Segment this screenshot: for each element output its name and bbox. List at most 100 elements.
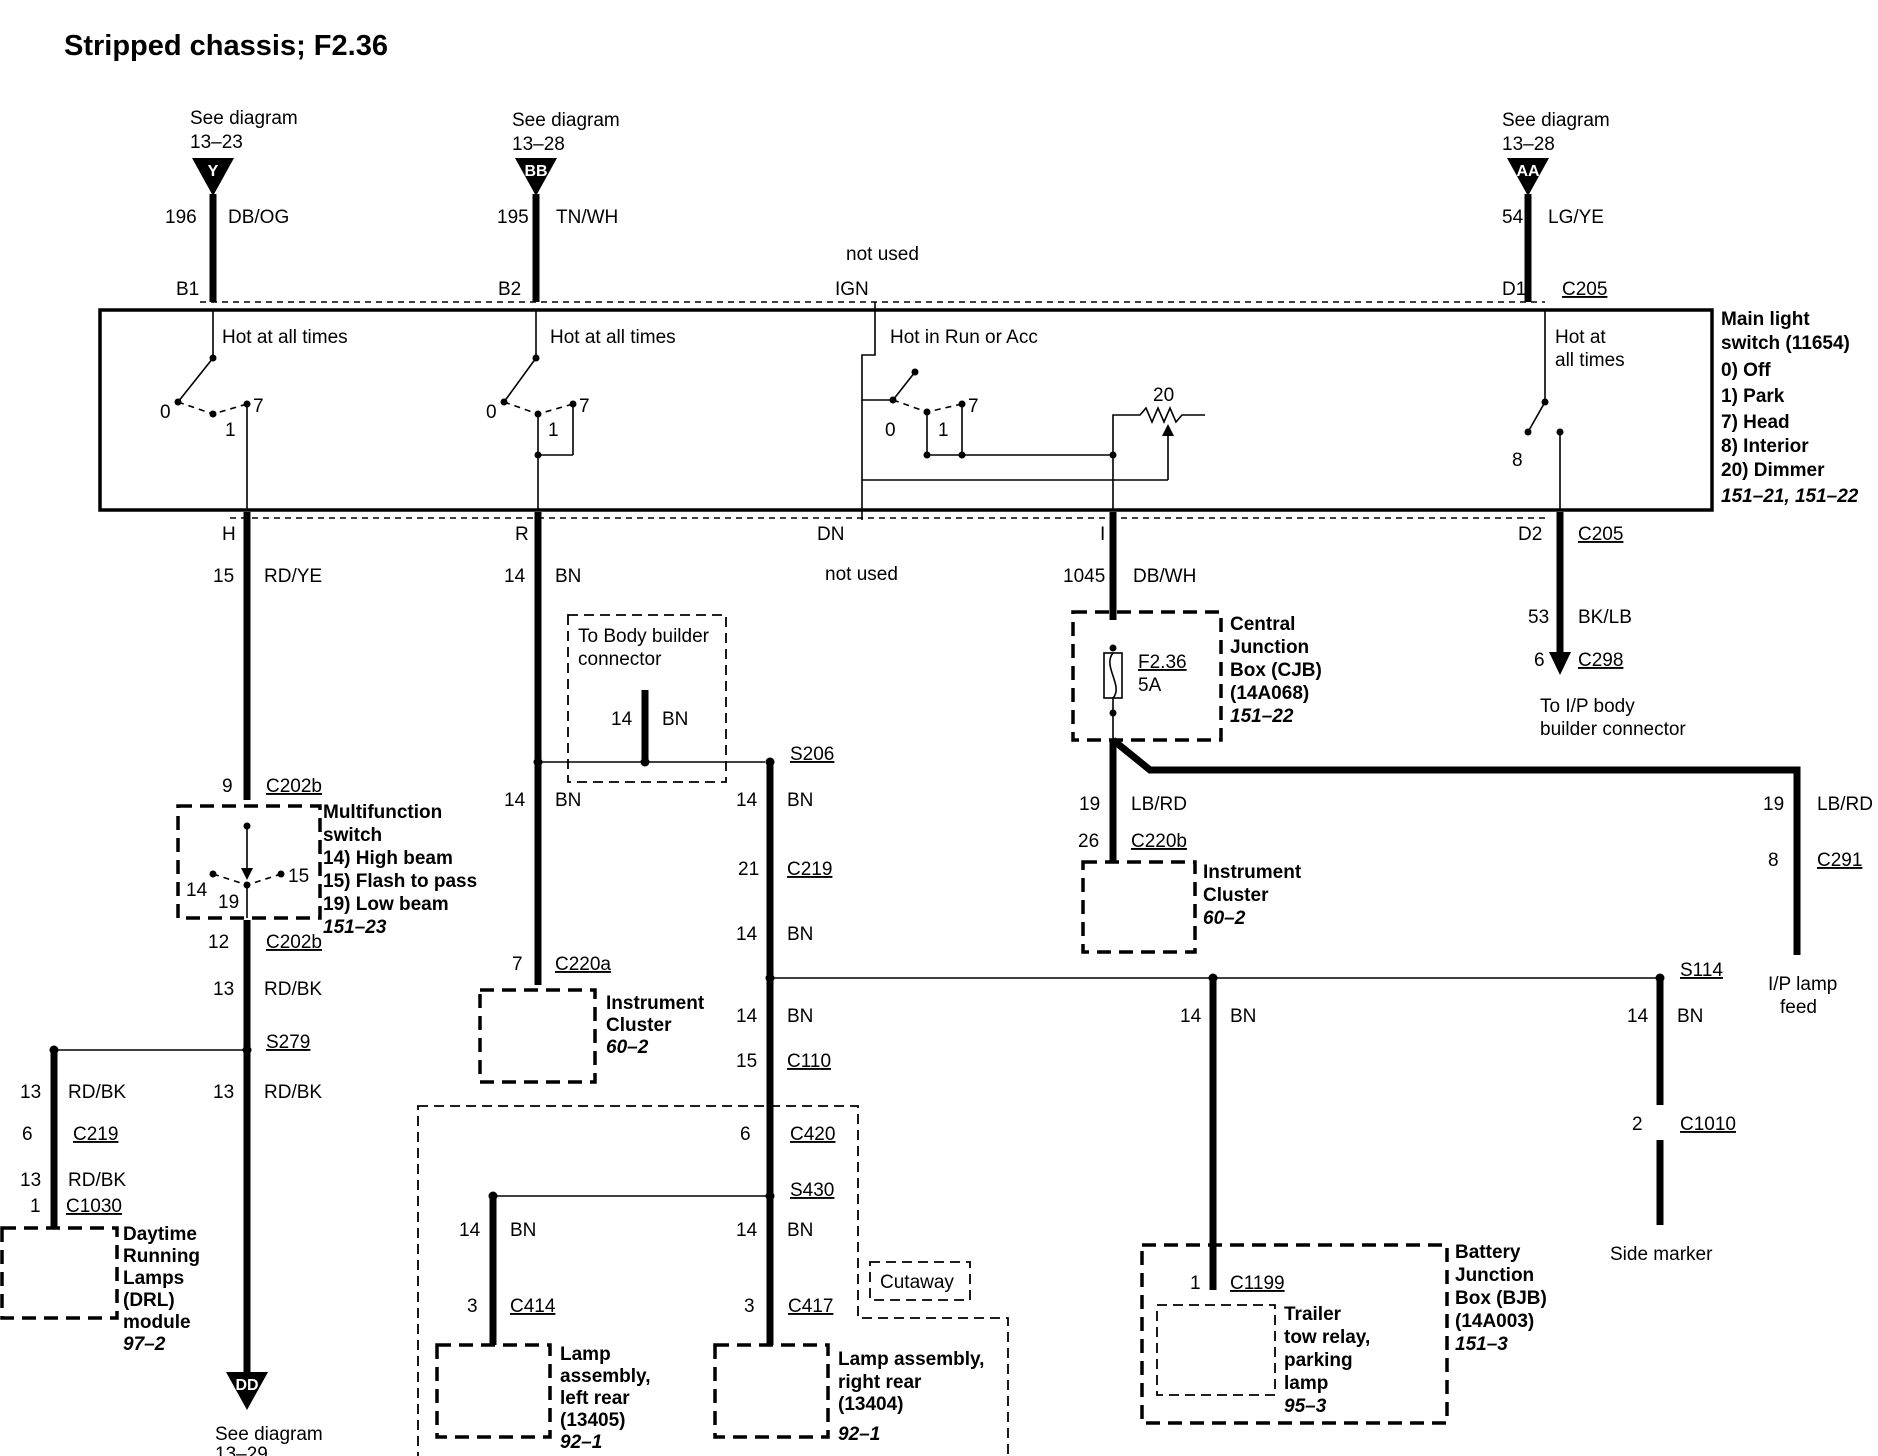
diagram-label: Trailer bbox=[1284, 1304, 1342, 1325]
diagram-label: C220a bbox=[555, 954, 611, 975]
diagram-label: 21 bbox=[738, 859, 759, 880]
diagram-label: 13 bbox=[213, 979, 234, 1000]
diagram-label: C1010 bbox=[1680, 1114, 1736, 1135]
diagram-label: D2 bbox=[1518, 524, 1542, 545]
diagram-label: DB/OG bbox=[228, 207, 289, 228]
diagram-label: H bbox=[222, 524, 236, 545]
diagram-label: 26 bbox=[1078, 831, 1099, 852]
wire-19-lbrd-ip bbox=[1110, 737, 1801, 862]
diagram-label: 6 bbox=[1534, 650, 1545, 671]
diagram-label: 14 bbox=[611, 709, 633, 730]
diagram-label: D1 bbox=[1502, 279, 1526, 300]
diagram-label: RD/BK bbox=[68, 1170, 126, 1191]
diagram-label: Central bbox=[1230, 614, 1295, 635]
component-box bbox=[567, 614, 727, 783]
diagram-label: BN bbox=[1230, 1006, 1256, 1027]
diagram-label: C1030 bbox=[66, 1196, 122, 1217]
diagram-label: 151–21, 151–22 bbox=[1721, 486, 1859, 507]
diagram-label: Hot in Run or Acc bbox=[890, 327, 1038, 348]
diagram-label: 13–29 bbox=[215, 1444, 268, 1456]
diagram-label: I/P lamp bbox=[1768, 974, 1837, 995]
diagram-label: 151–3 bbox=[1455, 1334, 1508, 1355]
diagram-label: 14 bbox=[1627, 1006, 1649, 1027]
diagram-label: C205 bbox=[1562, 279, 1607, 300]
diagram-label: RD/BK bbox=[68, 1082, 126, 1103]
diagram-label: BN bbox=[555, 566, 581, 587]
diagram-label: module bbox=[123, 1312, 191, 1333]
wire-path bbox=[1109, 652, 1117, 699]
diagram-label: AA bbox=[1516, 163, 1540, 180]
diagram-label: 12 bbox=[208, 932, 229, 953]
diagram-label: C417 bbox=[788, 1296, 833, 1317]
battery-junction-box: Battery Junction Box (BJB) (14A003) 151–… bbox=[1140, 1242, 1547, 1425]
diagram-label: 14 bbox=[186, 880, 208, 901]
diagram-label: 8) Interior bbox=[1721, 436, 1809, 457]
diagram-label: 60–2 bbox=[1203, 908, 1246, 929]
diagram-label: BN bbox=[787, 1006, 813, 1027]
diagram-label: 53 bbox=[1528, 607, 1549, 628]
ref-dd: DD See diagram 13–29 bbox=[215, 1372, 323, 1456]
diagram-label: See diagram bbox=[512, 110, 620, 131]
diagram-label: 14 bbox=[504, 566, 526, 587]
diagram-label: Lamp bbox=[560, 1344, 611, 1365]
splice-dot bbox=[923, 451, 931, 459]
diagram-label: 97–2 bbox=[123, 1334, 166, 1355]
diagram-label: Junction bbox=[1230, 637, 1309, 658]
diagram-label: Battery bbox=[1455, 1242, 1521, 1263]
diagram-label: 151–22 bbox=[1230, 706, 1294, 727]
diagram-label: 2 bbox=[1632, 1114, 1643, 1135]
diagram-label: 15 bbox=[288, 866, 309, 887]
diagram-label: 14 bbox=[504, 790, 526, 811]
drl-module: Daytime Running Lamps (DRL) module 97–2 bbox=[0, 1224, 200, 1355]
wire-segment bbox=[892, 371, 916, 401]
diagram-label: 13 bbox=[20, 1170, 41, 1191]
diagram-label: 7 bbox=[253, 396, 264, 417]
diagram-label: (14A003) bbox=[1455, 1311, 1534, 1332]
diagram-label: 14 bbox=[736, 1006, 758, 1027]
diagram-label: 6 bbox=[740, 1124, 751, 1145]
diagram-label: LG/YE bbox=[1548, 207, 1604, 228]
diagram-label: 3 bbox=[467, 1296, 478, 1317]
lamp-assembly-left-rear: Lamp assembly, left rear (13405) 92–1 bbox=[435, 1343, 650, 1453]
switch-4: 8 bbox=[1512, 310, 1564, 510]
cutaway-label-box bbox=[869, 1261, 971, 1301]
wire-segment bbox=[177, 357, 214, 403]
page-title: Stripped chassis; F2.36 bbox=[64, 30, 388, 62]
diagram-label: R bbox=[515, 524, 529, 545]
ref-bb-triangle bbox=[515, 158, 557, 196]
diagram-label: 13–23 bbox=[190, 132, 243, 153]
diagram-label: Lamp assembly, bbox=[838, 1349, 984, 1370]
diagram-label: BN bbox=[555, 790, 581, 811]
diagram-label: 0) Off bbox=[1721, 360, 1771, 381]
switch-1: 0 1 7 bbox=[160, 310, 264, 510]
central-junction-box: F2.36 5A Central Junction Box (CJB) (14A… bbox=[1071, 610, 1322, 742]
diagram-label: 0 bbox=[160, 402, 171, 423]
component-box bbox=[1156, 1304, 1276, 1396]
component-box bbox=[713, 1343, 830, 1439]
diagram-label: (DRL) bbox=[123, 1290, 175, 1311]
diagram-label: C298 bbox=[1578, 650, 1623, 671]
diagram-label: 14 bbox=[459, 1220, 481, 1241]
diagram-label: S114 bbox=[1680, 960, 1723, 981]
component-box bbox=[435, 1343, 552, 1439]
diagram-label: switch bbox=[323, 825, 382, 846]
multifunction-switch: 14 19 15 Multifunction switch 14) High b… bbox=[176, 802, 477, 938]
diagram-label: 1 bbox=[1190, 1273, 1201, 1294]
connector-arrow bbox=[1162, 424, 1174, 436]
diagram-label: To Body builder bbox=[578, 626, 710, 647]
diagram-label: I bbox=[1100, 524, 1105, 545]
diagram-label: LB/RD bbox=[1817, 794, 1873, 815]
diagram-label: B1 bbox=[176, 279, 199, 300]
diagram-label: C420 bbox=[790, 1124, 835, 1145]
diagram-label: 195 bbox=[497, 207, 529, 228]
diagram-label: C202b bbox=[266, 932, 322, 953]
diagram-label: 15) Flash to pass bbox=[323, 871, 477, 892]
diagram-label: 60–2 bbox=[606, 1037, 649, 1058]
diagram-label: 92–1 bbox=[560, 1432, 602, 1453]
component-box bbox=[0, 1226, 119, 1320]
diagram-label: Daytime bbox=[123, 1224, 197, 1245]
diagram-label: 8 bbox=[1512, 450, 1523, 471]
diagram-label: 13–28 bbox=[1502, 134, 1555, 155]
diagram-label: 8 bbox=[1768, 850, 1779, 871]
